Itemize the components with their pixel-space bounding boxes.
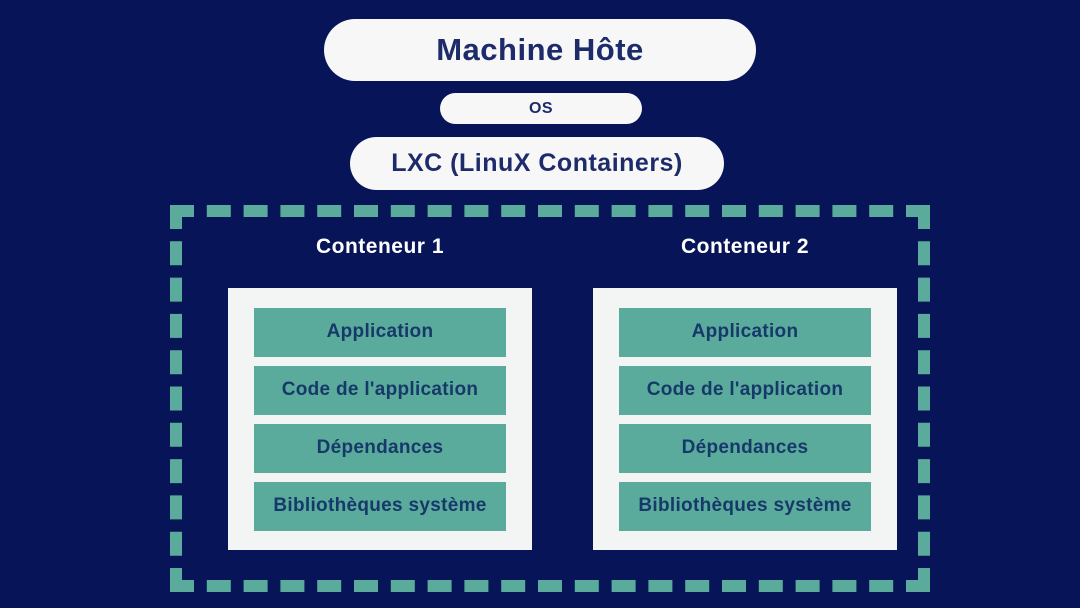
lxc-box: LXC (LinuX Containers) — [350, 137, 724, 190]
container-1-layer-app-code: Code de l'application — [254, 365, 506, 415]
containers-dashed-boundary — [170, 205, 930, 592]
container-2-layer-app-code: Code de l'application — [619, 365, 871, 415]
host-machine-label: Machine Hôte — [436, 32, 644, 67]
container-1-box: Application Code de l'application Dépend… — [228, 288, 532, 550]
container-1-title: Conteneur 1 — [315, 235, 444, 258]
container-1-layer-system-libraries: Bibliothèques système — [254, 481, 506, 531]
os-box: OS — [440, 93, 642, 124]
os-label: OS — [528, 99, 554, 117]
container-2-layer-application: Application — [619, 307, 871, 357]
container-1-layer-application: Application — [254, 307, 506, 357]
container-2-box: Application Code de l'application Dépend… — [593, 288, 897, 550]
container-2-layer-system-libraries: Bibliothèques système — [619, 481, 871, 531]
container-1-layer-dependencies: Dépendances — [254, 423, 506, 473]
container-2-layer-dependencies: Dépendances — [619, 423, 871, 473]
host-machine-box: Machine Hôte — [324, 19, 756, 81]
lxc-label: LXC (LinuX Containers) — [391, 149, 683, 177]
container-2-title: Conteneur 2 — [680, 235, 809, 258]
